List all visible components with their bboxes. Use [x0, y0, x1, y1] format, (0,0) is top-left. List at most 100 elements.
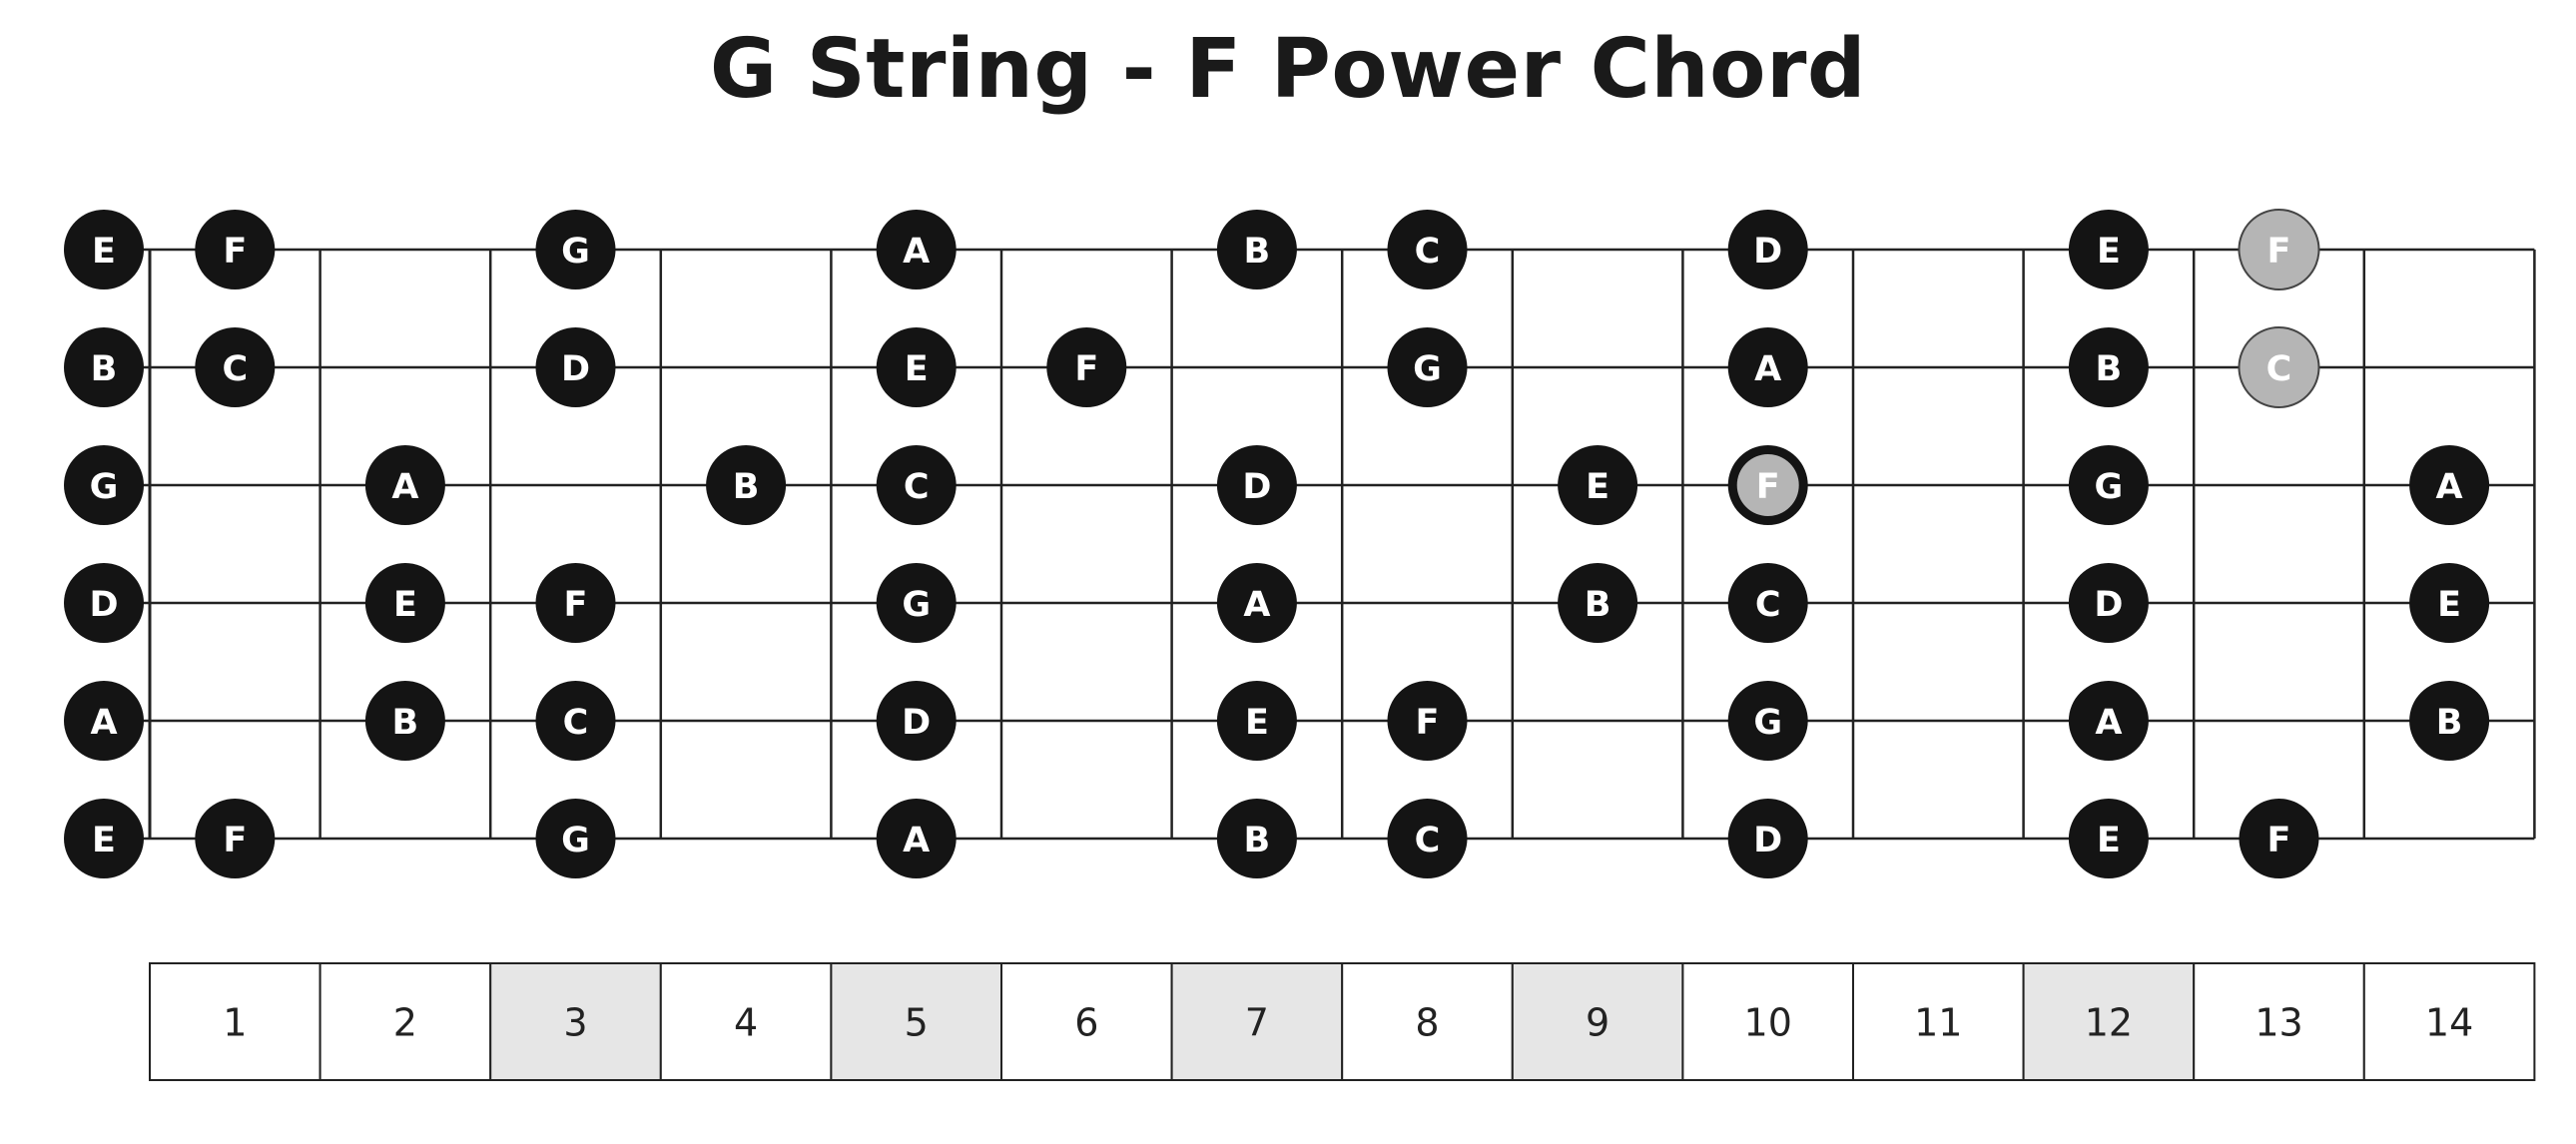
- note-dot: [1558, 445, 1638, 525]
- note-dot: [876, 563, 957, 643]
- fret-note: D: [1216, 445, 1297, 525]
- fret-note: A: [876, 799, 957, 878]
- note-label: D: [902, 703, 931, 743]
- note-dot: [1727, 563, 1808, 643]
- note-dot: [64, 681, 144, 761]
- fret-number-cell: 2: [319, 962, 492, 1081]
- fret-number-box: [830, 962, 1003, 1081]
- note-dot: [64, 799, 144, 878]
- note-label: B: [2096, 349, 2123, 389]
- note-label: A: [2436, 467, 2463, 507]
- note-label: A: [1754, 349, 1781, 389]
- fret-number-label: 13: [2254, 1001, 2302, 1045]
- root-note: F: [1727, 445, 1808, 525]
- fret-number-cell: 5: [830, 962, 1003, 1081]
- fret-note: E: [2068, 210, 2149, 289]
- fret-note: E: [364, 563, 445, 643]
- note-label: A: [903, 232, 930, 272]
- fret-number-cell: 1: [149, 962, 322, 1081]
- note-label: B: [2436, 703, 2463, 743]
- fret-note: F: [195, 799, 276, 878]
- note-label: F: [2267, 821, 2291, 860]
- note-dot: [1216, 445, 1297, 525]
- note-label: C: [563, 703, 589, 743]
- note-dot: [64, 445, 144, 525]
- page-title: G String - F Power Chord: [709, 22, 1867, 117]
- fret-number-cell: 10: [1681, 962, 1855, 1081]
- fret-note: F: [195, 210, 276, 289]
- fret-number-cell: 6: [1000, 962, 1173, 1081]
- fret-number-label: 4: [734, 1001, 758, 1045]
- highlight-note: F: [2238, 209, 2320, 290]
- note-dot: [535, 210, 616, 289]
- fret-note: E: [1558, 445, 1638, 525]
- note-label: F: [223, 232, 247, 272]
- note-label: A: [903, 821, 930, 860]
- fret-note: B: [2068, 327, 2149, 407]
- note-dot: [1046, 327, 1127, 407]
- note-label: A: [2095, 703, 2122, 743]
- fret-note: B: [1216, 799, 1297, 878]
- fret-note: C: [195, 327, 276, 407]
- note-dot: [1727, 327, 1808, 407]
- fret-note: B: [1216, 210, 1297, 289]
- note-dot: [535, 799, 616, 878]
- fret-number-label: 8: [1415, 1001, 1439, 1045]
- fret-note: D: [535, 327, 616, 407]
- note-dot: [1216, 681, 1297, 761]
- note-label: B: [91, 349, 118, 389]
- note-label: G: [1413, 349, 1442, 389]
- note-label: D: [1242, 467, 1271, 507]
- fret-number-cell: 13: [2193, 962, 2365, 1081]
- highlight-note: C: [2238, 326, 2320, 408]
- fret-note: G: [876, 563, 957, 643]
- note-label: E: [905, 349, 929, 389]
- fret-number-label: 1: [223, 1001, 247, 1045]
- fret-number-box: [1341, 962, 1514, 1081]
- note-label: B: [733, 467, 760, 507]
- fret-note: G: [2068, 445, 2149, 525]
- fret-note: D: [1727, 210, 1808, 289]
- fret-number-label: 5: [905, 1001, 929, 1045]
- fret-note: F: [1046, 327, 1127, 407]
- note-dot: [876, 210, 957, 289]
- root-inner-dot: [1736, 454, 1799, 516]
- note-label: G: [1753, 703, 1782, 743]
- fret-number-cell: 11: [1852, 962, 2025, 1081]
- note-label: E: [2437, 585, 2461, 625]
- note-dot: [1216, 563, 1297, 643]
- note-dot: [2068, 210, 2149, 289]
- fret-number-cell: 8: [1341, 962, 1514, 1081]
- fret-note: E: [1216, 681, 1297, 761]
- fret-note: D: [2068, 563, 2149, 643]
- fret-note: A: [364, 445, 445, 525]
- note-dot: [876, 799, 957, 878]
- note-dot: [64, 327, 144, 407]
- note-dot: [2409, 445, 2490, 525]
- fret-note: B: [1558, 563, 1638, 643]
- note-dot: [64, 210, 144, 289]
- note-dot: [2239, 799, 2319, 878]
- note-dot: [2068, 799, 2149, 878]
- fret-number-box: [149, 962, 322, 1081]
- note-dot: [195, 327, 276, 407]
- note-dot: [1216, 210, 1297, 289]
- note-dot: [364, 563, 445, 643]
- fret-note: A: [2068, 681, 2149, 761]
- note-label: B: [1244, 821, 1271, 860]
- fret-number-label: 10: [1744, 1001, 1792, 1045]
- fret-number-cell: 9: [1511, 962, 1684, 1081]
- note-dot: [2068, 445, 2149, 525]
- note-label: G: [561, 232, 590, 272]
- fret-note: G: [1727, 681, 1808, 761]
- note-label: G: [90, 467, 119, 507]
- fret-note: G: [535, 210, 616, 289]
- note-label: C: [1415, 821, 1441, 860]
- note-dot: [1727, 681, 1808, 761]
- note-dot: [2409, 681, 2490, 761]
- open-string-note: G: [64, 445, 144, 525]
- note-label: B: [392, 703, 419, 743]
- note-dot: [364, 445, 445, 525]
- note-label: G: [2095, 467, 2124, 507]
